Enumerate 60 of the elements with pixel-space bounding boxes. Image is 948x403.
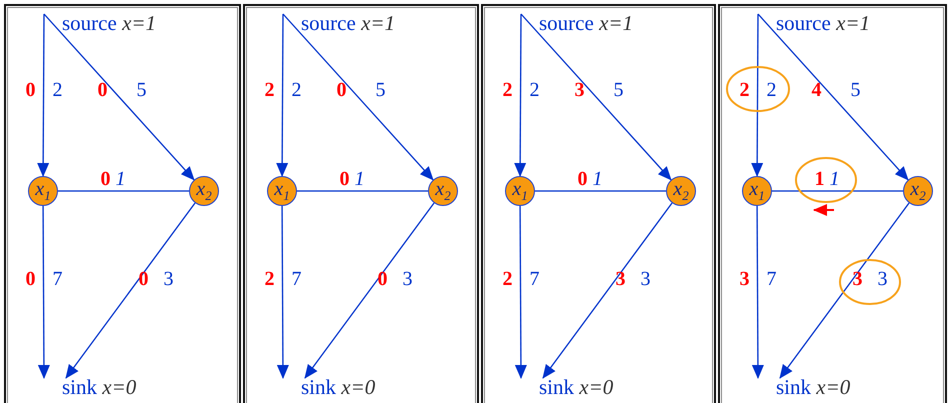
edge-label: 3 3 bbox=[616, 268, 650, 290]
sink-label: sink x=0 bbox=[521, 376, 614, 398]
edge-label: 0 3 bbox=[138, 268, 174, 290]
edge-label: 0 1 bbox=[578, 168, 602, 190]
connector-line bbox=[297, 190, 428, 192]
arrow bbox=[304, 202, 435, 379]
arrow bbox=[752, 206, 764, 379]
arrow bbox=[38, 206, 50, 379]
vertex-circle: x$_{1}$ bbox=[505, 176, 535, 206]
panel-frame bbox=[718, 4, 947, 403]
edge-label: 3 5 bbox=[574, 79, 624, 101]
sink-label: sink x=0 bbox=[44, 376, 136, 398]
edge-label: 0 1 bbox=[340, 168, 364, 190]
arrow bbox=[276, 14, 288, 177]
arrow bbox=[758, 14, 909, 181]
arrow bbox=[779, 202, 910, 379]
panel-frame bbox=[243, 4, 479, 403]
edge-label: 0 2 bbox=[26, 79, 62, 101]
vertex-circle: x$_{2}$ bbox=[666, 176, 696, 206]
vertex-circle: x$_{1}$ bbox=[267, 176, 297, 206]
arrow bbox=[520, 14, 672, 181]
vertex-circle: x$_{2}$ bbox=[903, 176, 933, 206]
connector-line bbox=[58, 190, 189, 192]
arrow bbox=[276, 206, 289, 379]
arrow bbox=[751, 14, 764, 177]
arrow bbox=[282, 14, 434, 181]
edge-label: 2 2 bbox=[264, 79, 302, 101]
edge-label: 1 1 bbox=[814, 168, 840, 190]
panel-frame bbox=[4, 4, 241, 403]
vertex-circle: x$_{1}$ bbox=[742, 176, 772, 206]
arrow bbox=[65, 202, 196, 379]
source-label: source x=1 bbox=[521, 12, 634, 34]
edge-label: 2 2 bbox=[502, 79, 540, 101]
connector-line bbox=[535, 190, 666, 192]
panel-frame bbox=[481, 4, 716, 403]
arrow bbox=[514, 206, 527, 379]
edge-label: 0 5 bbox=[336, 79, 386, 101]
edge-label: 2 7 bbox=[264, 268, 302, 290]
source-label: source x=1 bbox=[283, 12, 396, 34]
edge-label: 3 3 bbox=[852, 268, 888, 290]
edge-label: 0 5 bbox=[98, 79, 146, 101]
arrow bbox=[514, 14, 526, 177]
sink-label: sink x=0 bbox=[283, 376, 376, 398]
edge-label: 2 2 bbox=[740, 79, 776, 101]
source-label: source x=1 bbox=[758, 12, 870, 34]
edge-label: 0 3 bbox=[378, 268, 412, 290]
arrow bbox=[44, 14, 195, 181]
source-label: source x=1 bbox=[44, 12, 156, 34]
edge-label: 0 7 bbox=[26, 268, 62, 290]
edge-label: 4 5 bbox=[812, 79, 860, 101]
edge-label: 0 1 bbox=[100, 168, 126, 190]
connector-line bbox=[772, 190, 903, 192]
arrow bbox=[542, 202, 673, 379]
edge-label: 2 7 bbox=[502, 268, 540, 290]
vertex-circle: x$_{1}$ bbox=[28, 176, 58, 206]
sink-label: sink x=0 bbox=[758, 376, 850, 398]
edge-label: 3 7 bbox=[740, 268, 776, 290]
vertex-circle: x$_{2}$ bbox=[189, 176, 219, 206]
arrow bbox=[37, 14, 50, 177]
vertex-circle: x$_{2}$ bbox=[428, 176, 458, 206]
